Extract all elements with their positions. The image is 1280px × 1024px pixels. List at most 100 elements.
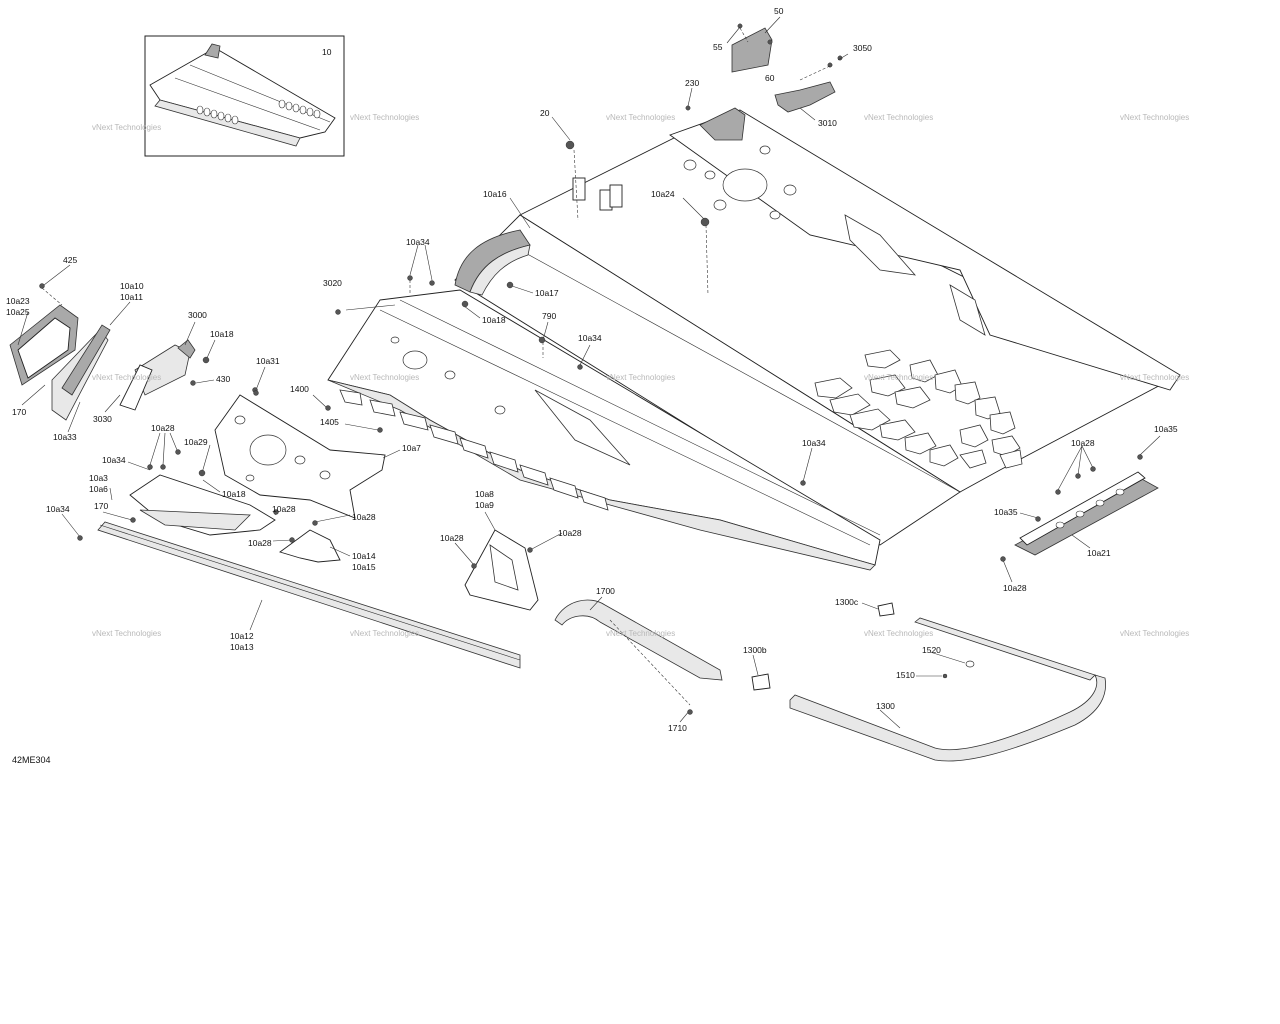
callout-10a15: 10a15 [352, 562, 376, 572]
callout-10a28-a: 10a28 [151, 423, 175, 433]
callout-10a28-d: 10a28 [248, 538, 272, 548]
callout-3030: 3030 [93, 414, 112, 424]
callout-10a14: 10a14 [352, 551, 376, 561]
watermark-text: vNext Technologies [1120, 113, 1189, 122]
watermark-text: vNext Technologies [1120, 629, 1189, 638]
watermarks: vNext Technologies vNext Technologies vN… [92, 113, 1189, 638]
callout-1700: 1700 [596, 586, 615, 596]
assembly-inset: 10 [144, 35, 345, 157]
bracket-10a14 [279, 529, 341, 563]
front-bracket-10a23 [9, 283, 79, 386]
callout-1400: 1400 [290, 384, 309, 394]
callout-10a8: 10a8 [475, 489, 494, 499]
callout-10a34-right: 10a34 [802, 438, 826, 448]
callout-10a28-c: 10a28 [352, 512, 376, 522]
callout-10a25: 10a25 [6, 307, 30, 317]
top-bracket-50 [731, 23, 773, 73]
callout-10a28-e: 10a28 [558, 528, 582, 538]
callout-10a31: 10a31 [256, 356, 280, 366]
slide-rail-10a12 [97, 521, 521, 669]
lower-pan-10a3 [129, 474, 276, 536]
callout-10a34-top: 10a34 [406, 237, 430, 247]
callout-3010: 3010 [818, 118, 837, 128]
watermark-text: vNext Technologies [92, 629, 161, 638]
watermark-text: vNext Technologies [350, 373, 419, 382]
front-bracket-3000 [134, 339, 210, 396]
tunnel-assembly [327, 109, 1181, 571]
callout-10a18-low: 10a18 [222, 489, 246, 499]
right-panel-holes [683, 145, 986, 336]
callout-170-low: 170 [94, 501, 108, 511]
callout-10a21: 10a21 [1087, 548, 1111, 558]
callout-10a11: 10a11 [120, 292, 143, 302]
callout-170-left: 170 [12, 407, 26, 417]
callout-425: 425 [63, 255, 77, 265]
callout-10a28-g: 10a28 [1071, 438, 1095, 448]
callout-10a18-left: 10a18 [210, 329, 234, 339]
watermark-text: vNext Technologies [350, 113, 419, 122]
watermark-text: vNext Technologies [864, 113, 933, 122]
watermark-text: vNext Technologies [1120, 373, 1189, 382]
callout-10a35-top: 10a35 [1154, 424, 1178, 434]
callout-230: 230 [685, 78, 699, 88]
watermark-text: vNext Technologies [606, 629, 675, 638]
fasteners [77, 140, 1143, 715]
callout-10a3: 10a3 [89, 473, 108, 483]
bumper-1300 [751, 602, 1106, 762]
rear-bracket-230 [685, 105, 746, 141]
callout-10a6: 10a6 [89, 484, 108, 494]
hoop-1700 [554, 599, 723, 681]
callout-10a7: 10a7 [402, 443, 421, 453]
watermark-text: vNext Technologies [864, 373, 933, 382]
callout-1510: 1510 [896, 670, 915, 680]
callout-10a28-f: 10a28 [440, 533, 464, 543]
callout-10a35-low: 10a35 [994, 507, 1018, 517]
callout-3000: 3000 [188, 310, 207, 320]
callout-10a16: 10a16 [483, 189, 507, 199]
deck-cutouts [814, 349, 1023, 469]
callout-10a28-h: 10a28 [1003, 583, 1027, 593]
callout-10a17: 10a17 [535, 288, 559, 298]
callout-3050: 3050 [853, 43, 872, 53]
callout-1710: 1710 [668, 723, 687, 733]
callout-1300: 1300 [876, 701, 895, 711]
watermark-text: vNext Technologies [606, 113, 675, 122]
document-id: 42ME304 [12, 755, 51, 765]
front-bracket-3030 [119, 364, 153, 411]
callout-10a29: 10a29 [184, 437, 208, 447]
callout-10a9: 10a9 [475, 500, 494, 510]
callout-10a28-b: 10a28 [272, 504, 296, 514]
callout-50: 50 [774, 6, 784, 16]
callout-60: 60 [765, 73, 775, 83]
callout-10a12: 10a12 [230, 631, 254, 641]
leader-lines [17, 16, 1161, 729]
callout-10a34-left: 10a34 [102, 455, 126, 465]
callout-10a33: 10a33 [53, 432, 77, 442]
mount-3010 [774, 55, 843, 113]
callout-1520: 1520 [922, 645, 941, 655]
callout-10a13: 10a13 [230, 642, 254, 652]
callout-790: 790 [542, 311, 556, 321]
callout-55: 55 [713, 42, 723, 52]
callout-1300c: 1300c [835, 597, 859, 607]
callout-1405: 1405 [320, 417, 339, 427]
watermark-text: vNext Technologies [864, 629, 933, 638]
watermark-text: vNext Technologies [350, 629, 419, 638]
rear-bracket-10a21 [1014, 471, 1159, 556]
watermark-text: vNext Technologies [92, 373, 161, 382]
callout-10a18-mid: 10a18 [482, 315, 506, 325]
callout-430: 430 [216, 374, 230, 384]
gusset-10a8 [464, 529, 539, 611]
left-rail-cutouts [339, 336, 631, 511]
callout-10a23: 10a23 [6, 296, 30, 306]
callout-10: 10 [322, 47, 332, 57]
watermark-text: vNext Technologies [606, 373, 675, 382]
callout-3020: 3020 [323, 278, 342, 288]
callout-10a34-mid: 10a34 [578, 333, 602, 343]
callout-10a34-far: 10a34 [46, 504, 70, 514]
callout-20: 20 [540, 108, 550, 118]
callout-1300b: 1300b [743, 645, 767, 655]
rail-10a10 [61, 324, 111, 396]
watermark-text: vNext Technologies [92, 123, 161, 132]
